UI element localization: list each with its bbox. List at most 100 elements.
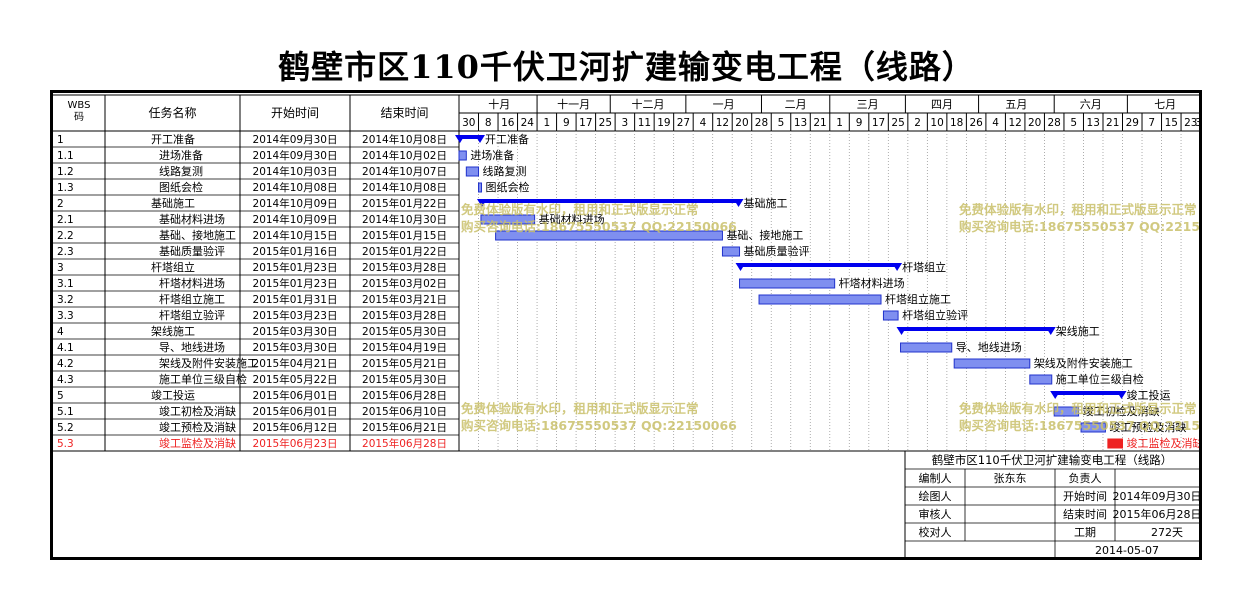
gantt-bar-label: 线路复测 bbox=[483, 164, 527, 178]
watermark-text: 免费体验版有水印，租用和正式版显示正常 bbox=[461, 202, 699, 217]
day-label: 29 bbox=[1126, 117, 1139, 129]
row-start: 2015年06月01日 bbox=[253, 405, 338, 418]
day-label: 5 bbox=[778, 117, 785, 129]
row-name: 进场准备 bbox=[159, 148, 203, 162]
gantt-bar-label: 竣工预检及消缺 bbox=[1109, 420, 1186, 434]
day-label: 4 bbox=[700, 117, 707, 129]
header-name: 任务名称 bbox=[148, 105, 196, 120]
day-label: 20 bbox=[735, 117, 748, 129]
row-name: 导、地线进场 bbox=[159, 340, 225, 354]
gantt-bar-label: 架线及附件安装施工 bbox=[1034, 356, 1133, 370]
day-label: 21 bbox=[813, 117, 826, 129]
day-label: 2 bbox=[914, 117, 921, 129]
row-start: 2015年06月23日 bbox=[253, 437, 338, 450]
row-start: 2015年06月01日 bbox=[253, 389, 338, 402]
info-editor: 张东东 bbox=[994, 472, 1027, 485]
day-label: 30 bbox=[462, 117, 475, 129]
gantt-task-bar bbox=[953, 358, 1031, 369]
row-start: 2015年01月23日 bbox=[253, 261, 338, 274]
row-start: 2015年03月23日 bbox=[253, 309, 338, 322]
row-wbs: 5.2 bbox=[57, 422, 74, 434]
row-start: 2015年01月16日 bbox=[253, 245, 338, 258]
gantt-bar-label: 基础质量验评 bbox=[744, 244, 810, 258]
row-start: 2014年10月09日 bbox=[253, 213, 338, 226]
row-end: 2015年03月02日 bbox=[362, 277, 447, 290]
row-wbs: 4.2 bbox=[57, 358, 74, 370]
gantt-summary-cap bbox=[735, 263, 746, 271]
row-name: 图纸会检 bbox=[159, 180, 203, 194]
row-start: 2014年10月15日 bbox=[253, 229, 338, 242]
row-name: 基础质量验评 bbox=[159, 244, 225, 258]
gantt-summary-cap bbox=[474, 135, 485, 143]
gantt-summary-cap bbox=[896, 327, 907, 335]
row-wbs: 1 bbox=[57, 134, 64, 146]
day-label: 12 bbox=[1008, 117, 1021, 129]
gantt-summary-bar bbox=[480, 199, 740, 203]
day-label: 8 bbox=[485, 117, 492, 129]
row-start: 2014年10月09日 bbox=[253, 197, 338, 210]
day-label: 15 bbox=[1165, 117, 1178, 129]
row-wbs: 2.1 bbox=[57, 214, 74, 226]
day-label: 4 bbox=[992, 117, 999, 129]
info-checker-label: 校对人 bbox=[919, 525, 952, 539]
gantt-summary-cap bbox=[1045, 327, 1056, 335]
row-name: 杆塔材料进场 bbox=[159, 276, 225, 290]
gantt-bar-label: 开工准备 bbox=[485, 132, 529, 146]
gantt-task-bar bbox=[1107, 438, 1124, 449]
row-wbs: 3.1 bbox=[57, 278, 74, 290]
gantt-bar-label: 竣工监检及消缺 bbox=[1127, 436, 1199, 450]
gantt-bar-label: 基础、接地施工 bbox=[726, 229, 803, 242]
gantt-bar-label: 图纸会检 bbox=[486, 180, 530, 194]
row-name: 基础、接地施工 bbox=[159, 229, 236, 242]
gantt-summary-cap bbox=[1050, 391, 1061, 399]
day-label: 9 bbox=[563, 117, 570, 129]
row-end: 2015年06月21日 bbox=[362, 421, 447, 434]
gantt-task-bar bbox=[478, 182, 483, 193]
row-start: 2015年03月30日 bbox=[253, 341, 338, 354]
gantt-task-bar bbox=[1053, 406, 1080, 417]
month-label: 三月 bbox=[857, 98, 879, 111]
row-name: 基础施工 bbox=[151, 197, 195, 210]
row-name: 杆塔组立施工 bbox=[159, 292, 225, 306]
gantt-task-bar bbox=[480, 214, 536, 225]
gantt-task-bar bbox=[758, 294, 882, 305]
gantt-task-bar bbox=[458, 150, 467, 161]
row-wbs: 5.1 bbox=[57, 406, 74, 418]
gantt-bar-label: 竣工初检及消缺 bbox=[1083, 404, 1160, 418]
month-label: 六月 bbox=[1080, 98, 1102, 111]
day-label: 9 bbox=[856, 117, 863, 129]
month-label: 七月 bbox=[1154, 98, 1176, 111]
gantt-task-bar bbox=[900, 342, 953, 353]
row-wbs: 3.3 bbox=[57, 310, 74, 322]
row-wbs: 4.1 bbox=[57, 342, 74, 354]
gantt-task-bar bbox=[465, 166, 480, 177]
gantt-task-bar bbox=[721, 246, 741, 257]
day-label: 18 bbox=[950, 117, 963, 129]
row-end: 2014年10月08日 bbox=[362, 133, 447, 146]
row-name: 杆塔组立验评 bbox=[159, 308, 225, 322]
gantt-summary-bar bbox=[739, 263, 899, 267]
row-start: 2014年10月03日 bbox=[253, 165, 338, 178]
row-wbs: 1.3 bbox=[57, 182, 74, 194]
gantt-task-bar bbox=[1029, 374, 1053, 385]
gantt-task-bar bbox=[1080, 422, 1106, 433]
info-owner-label: 负责人 bbox=[1069, 471, 1102, 485]
gantt-bar-label: 基础施工 bbox=[744, 197, 788, 210]
gantt-bar-label: 杆塔材料进场 bbox=[839, 276, 905, 290]
day-label: 5 bbox=[1070, 117, 1077, 129]
info-title: 鹤壁市区110千伏卫河扩建输变电工程（线路） bbox=[932, 453, 1172, 467]
row-end: 2015年01月15日 bbox=[362, 229, 447, 242]
day-label: 27 bbox=[677, 117, 690, 129]
gantt-summary-bar bbox=[900, 327, 1052, 331]
gantt-summary-bar bbox=[459, 135, 481, 139]
row-start: 2014年10月08日 bbox=[253, 181, 338, 194]
info-duration: 272天 bbox=[1151, 526, 1183, 539]
row-start: 2015年04月21日 bbox=[253, 357, 338, 370]
row-name: 竣工初检及消缺 bbox=[159, 404, 236, 418]
info-drawer-label: 绘图人 bbox=[919, 489, 952, 503]
row-name: 杆塔组立 bbox=[151, 260, 195, 274]
row-wbs: 5 bbox=[57, 390, 64, 402]
row-end: 2015年04月19日 bbox=[362, 341, 447, 354]
gantt-bar-label: 架线施工 bbox=[1056, 324, 1100, 338]
row-wbs: 4.3 bbox=[57, 374, 74, 386]
